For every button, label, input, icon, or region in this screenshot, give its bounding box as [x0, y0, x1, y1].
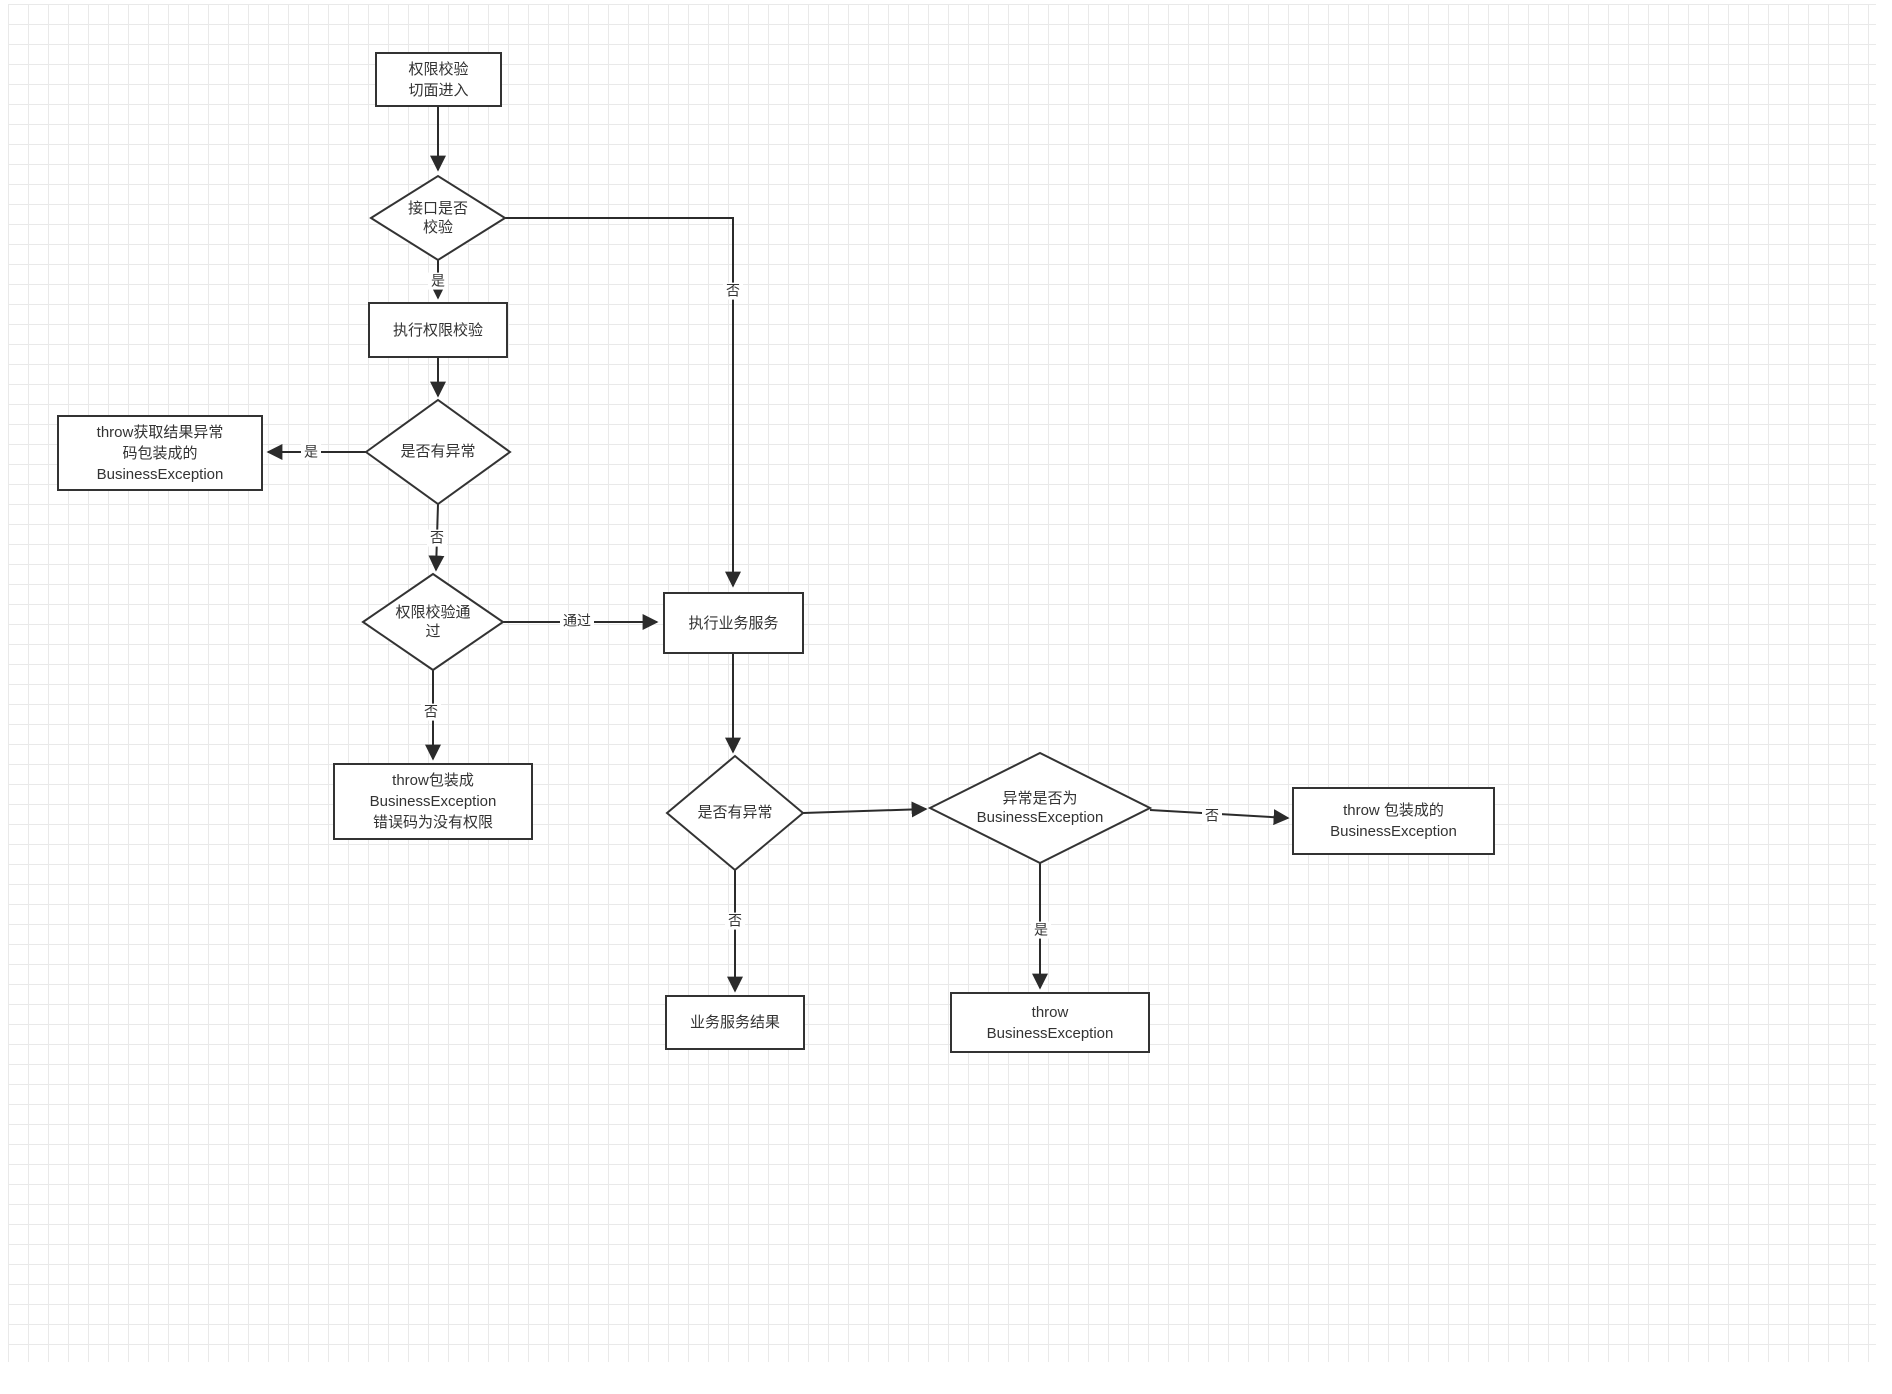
edge-label-passed-yes: 通过 — [560, 612, 594, 630]
edge-check-interface-no-to-exec-business — [505, 217, 741, 588]
edge-label-exception1-yes: 是 — [301, 443, 321, 461]
node-check-interface-label: 接口是否 校验 — [407, 199, 468, 237]
node-throw-wrapped: throw 包装成的 BusinessException — [1292, 787, 1495, 855]
edge-label-passed-no: 否 — [421, 703, 441, 721]
diamond-permission-passed — [361, 572, 505, 672]
node-start: 权限校验 切面进入 — [375, 52, 502, 107]
node-has-exception-2-label: 是否有异常 — [697, 804, 773, 822]
node-is-business-exception-label: 异常是否为 BusinessException — [976, 789, 1104, 827]
node-business-result: 业务服务结果 — [665, 995, 805, 1050]
node-permission-passed-label: 权限校验通 过 — [395, 603, 471, 641]
diamond-is-business-exception — [927, 751, 1153, 865]
diamond-has-exception-2 — [665, 754, 805, 872]
edge-label-bizexc-yes: 是 — [1031, 921, 1051, 939]
edge-label-bizexc-no: 否 — [1202, 807, 1222, 825]
node-has-exception-1-label: 是否有异常 — [400, 443, 476, 461]
grid-background — [8, 4, 1876, 1362]
edge-label-exception1-no: 否 — [427, 529, 447, 547]
node-exec-business: 执行业务服务 — [663, 592, 804, 654]
edge-label-interface-no: 否 — [723, 282, 743, 300]
diamond-has-exception-1 — [364, 398, 512, 506]
node-throw-result-exception: throw获取结果异常 码包装成的 BusinessException — [57, 415, 263, 491]
edge-has-exception-2-to-is-business-exception — [802, 801, 928, 818]
node-throw-no-permission: throw包装成 BusinessException 错误码为没有权限 — [333, 763, 533, 840]
edge-label-exception2-no: 否 — [725, 912, 745, 930]
node-exec-permission: 执行权限校验 — [368, 302, 508, 358]
edge-label-interface-yes: 是 — [428, 272, 448, 290]
diamond-check-interface — [369, 174, 507, 262]
node-throw-business-exception: throw BusinessException — [950, 992, 1150, 1053]
